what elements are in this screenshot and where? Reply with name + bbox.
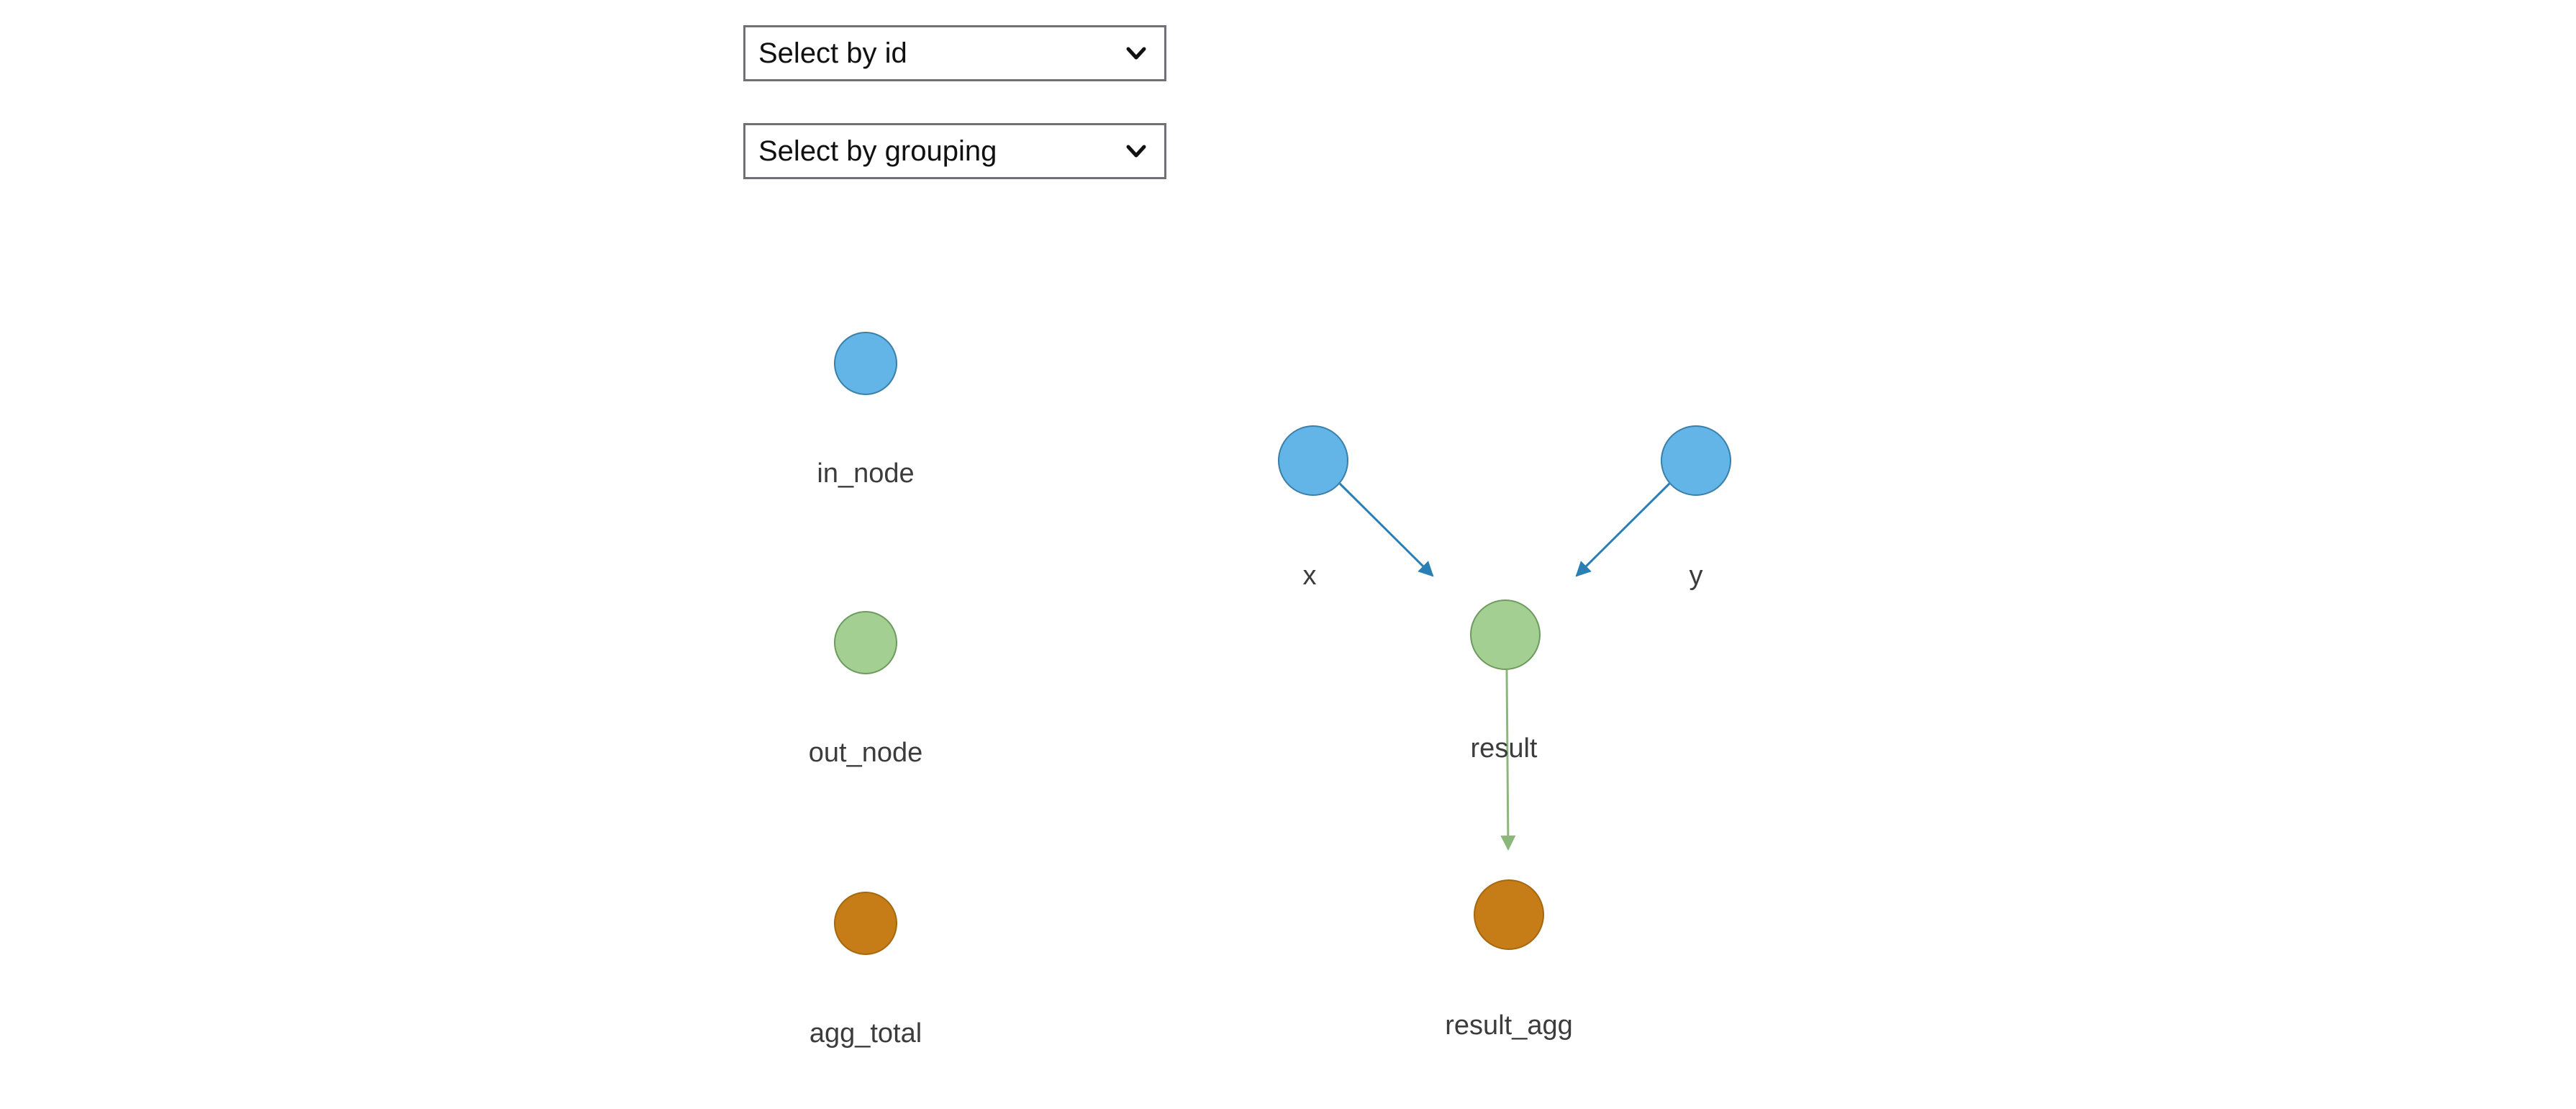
legend-swatch-in-node[interactable]: [834, 332, 897, 395]
legend-label-agg-total: agg_total: [809, 1018, 922, 1049]
select-by-id-value: Select by id: [758, 37, 907, 69]
node-label-result-agg: result_agg: [1445, 1010, 1572, 1041]
chevron-down-icon: [1124, 139, 1148, 163]
legend-swatch-agg-total[interactable]: [834, 892, 897, 955]
select-by-grouping-value: Select by grouping: [758, 135, 997, 167]
legend-swatch-out-node[interactable]: [834, 611, 897, 674]
legend: in_node out_node agg_total: [809, 332, 923, 1049]
edge-label-y: y: [1690, 561, 1703, 591]
node-result[interactable]: [1470, 599, 1541, 670]
select-by-id[interactable]: Select by id: [743, 25, 1166, 81]
edge-label-result: result: [1471, 733, 1538, 764]
edge-x-to-result[interactable]: [1338, 482, 1434, 577]
node-y[interactable]: [1661, 425, 1731, 496]
chevron-down-icon: [1124, 41, 1148, 65]
graph-edges: [1338, 482, 1671, 851]
edge-label-x: x: [1303, 561, 1317, 591]
select-by-grouping[interactable]: Select by grouping: [743, 123, 1166, 179]
edge-result-to-result-agg[interactable]: [1500, 669, 1516, 851]
node-x[interactable]: [1278, 425, 1348, 496]
legend-label-out-node: out_node: [809, 738, 923, 768]
node-result-agg[interactable]: [1474, 879, 1544, 950]
legend-label-in-node: in_node: [817, 458, 914, 489]
graph-nodes: [1278, 425, 1731, 950]
legend-item-out-node[interactable]: out_node: [809, 611, 923, 768]
filter-controls: Select by id Select by grouping: [743, 25, 1168, 221]
legend-item-in-node[interactable]: in_node: [817, 332, 915, 489]
legend-item-agg-total[interactable]: agg_total: [809, 892, 922, 1049]
edge-y-to-result[interactable]: [1575, 482, 1671, 577]
